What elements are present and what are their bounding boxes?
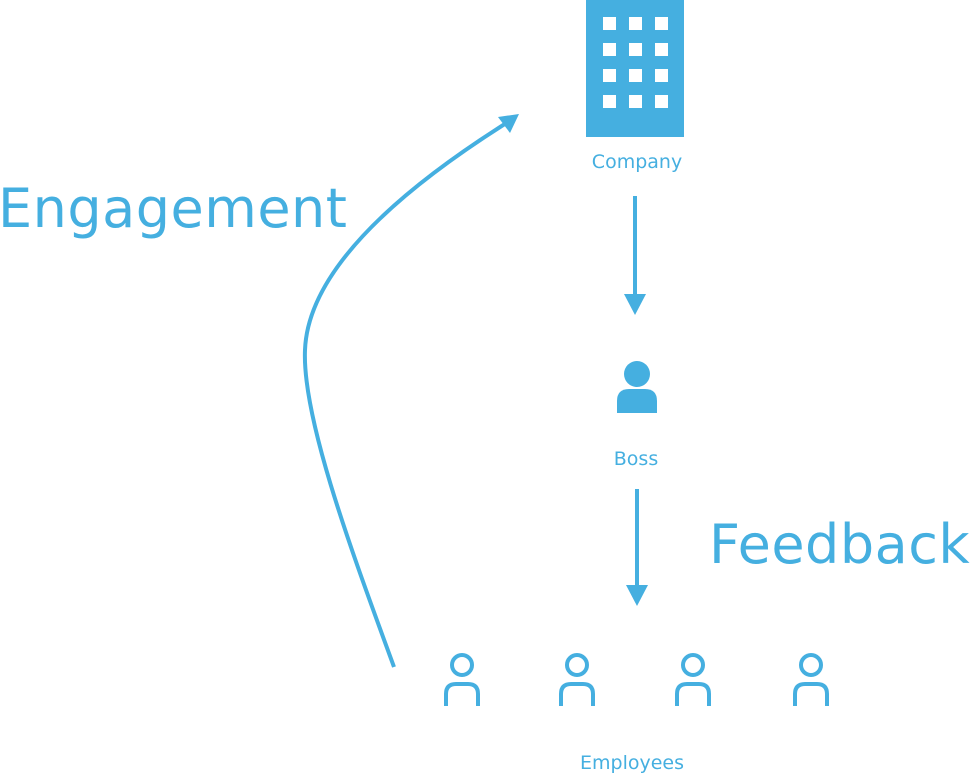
- boss-label: Boss: [614, 448, 658, 470]
- person-outline-icon: [675, 653, 711, 706]
- person-outline-icon: [559, 653, 595, 706]
- arrow-employees-to-company: [302, 114, 519, 668]
- building-icon: [586, 0, 684, 137]
- feedback-label: Feedback: [709, 513, 970, 576]
- person-outline-icon: [444, 653, 480, 706]
- arrow-company-to-boss: [624, 196, 646, 315]
- engagement-label: Engagement: [0, 177, 347, 240]
- arrow-boss-to-employees: [626, 489, 648, 606]
- company-label: Company: [592, 151, 682, 173]
- person-icon: [617, 361, 657, 413]
- employees-label: Employees: [580, 752, 684, 774]
- person-outline-icon: [793, 653, 829, 706]
